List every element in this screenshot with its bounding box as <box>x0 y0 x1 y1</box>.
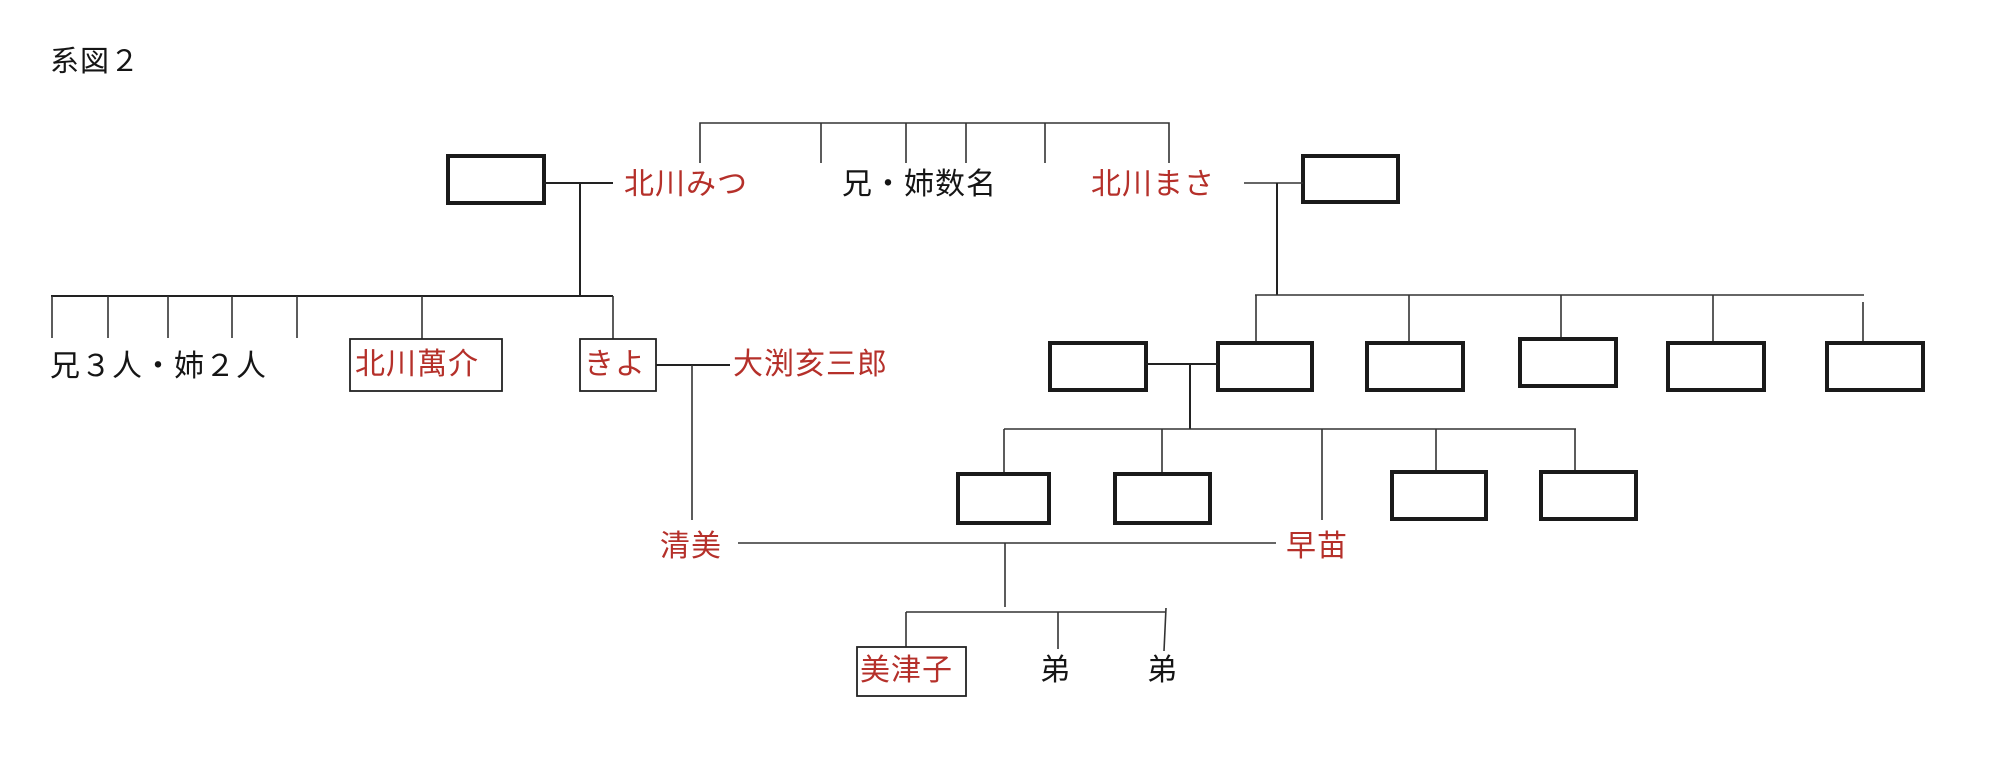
unknown-person-box <box>1365 341 1465 392</box>
diagram-title: 系図２ <box>50 44 141 78</box>
left-siblings-label: 兄３人・姉２人 <box>50 349 267 384</box>
person-brother-2: 弟 <box>1147 653 1178 688</box>
unknown-person-box <box>1518 337 1618 388</box>
top-sibling-bracket <box>699 122 1170 163</box>
unknown-person-box <box>1048 341 1148 392</box>
unknown-person-box <box>1539 470 1638 521</box>
unknown-spouse-box <box>446 154 546 205</box>
top-siblings-label: 兄・姉数名 <box>842 167 997 202</box>
unknown-person-box <box>956 472 1051 525</box>
unknown-person-box <box>1825 341 1925 392</box>
person-mitsu: 北川みつ <box>624 167 748 202</box>
unknown-person-box <box>1666 341 1766 392</box>
person-brother-1: 弟 <box>1040 653 1071 688</box>
person-kiyomi: 清美 <box>660 529 722 564</box>
person-mitsuko: 美津子 <box>860 653 953 688</box>
person-sanae: 早苗 <box>1286 529 1348 564</box>
unknown-spouse-box <box>1301 154 1400 204</box>
person-oobuchi: 大渕亥三郎 <box>733 347 888 382</box>
person-masa: 北川まさ <box>1091 167 1215 202</box>
person-kiyo: きよ <box>584 347 646 382</box>
unknown-person-box <box>1216 341 1314 392</box>
person-mansuke: 北川萬介 <box>355 347 479 382</box>
unknown-person-box <box>1113 472 1212 525</box>
child-tick <box>1163 607 1167 652</box>
mansuke-box <box>349 338 503 392</box>
unknown-person-box <box>1390 470 1488 521</box>
mitsuko-box <box>856 646 967 697</box>
